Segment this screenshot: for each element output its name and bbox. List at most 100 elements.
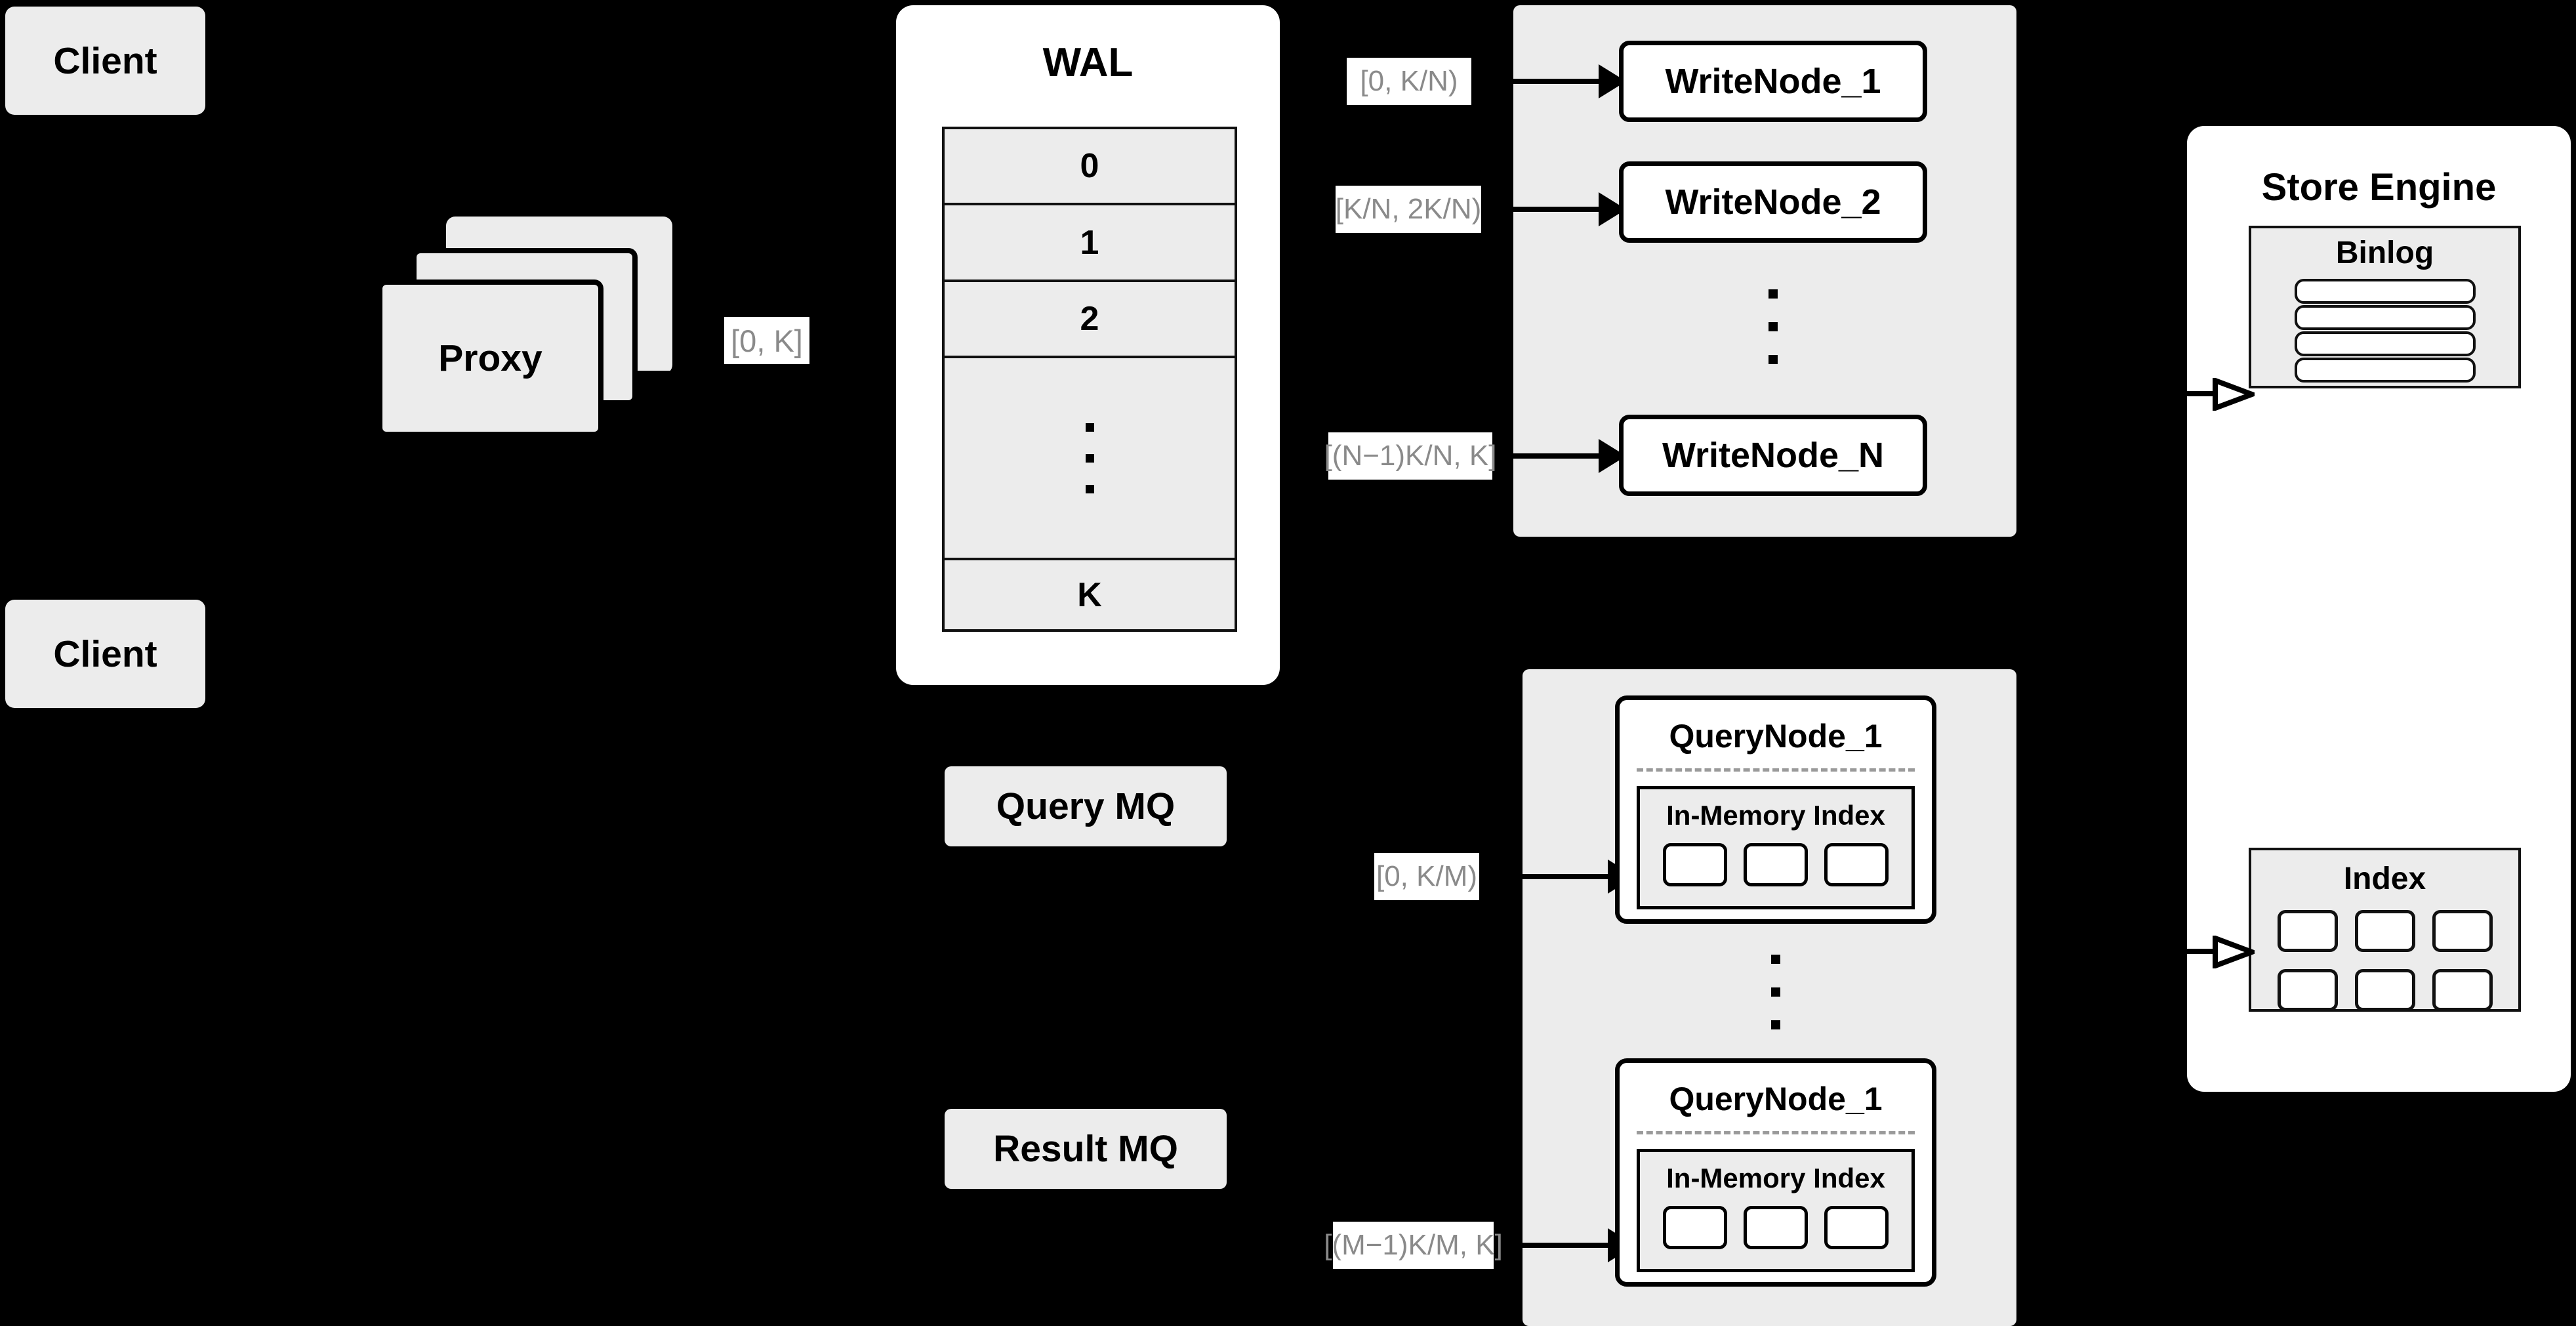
- arrow-to-writenode-n: [1513, 439, 1626, 473]
- index-cell[interactable]: [1662, 1206, 1727, 1249]
- query-node-m-title: QueryNode_1: [1620, 1080, 1932, 1118]
- client-box-1[interactable]: Client: [5, 7, 205, 115]
- wal-row-2[interactable]: 2: [945, 281, 1235, 359]
- wal-table: 0 1 2 K: [942, 127, 1237, 632]
- ellipsis-dot: [1771, 955, 1780, 964]
- wal-row-1-label: 1: [1080, 223, 1099, 262]
- in-memory-index-1-title: In-Memory Index: [1640, 800, 1912, 831]
- query-mq-label: Query MQ: [996, 785, 1176, 827]
- query-node-m-label: QueryNode_1: [1669, 1081, 1883, 1117]
- binlog-title-text: Binlog: [2335, 236, 2434, 270]
- index-cell[interactable]: [1662, 843, 1727, 886]
- store-engine-panel: Store Engine Binlog Index: [2187, 126, 2571, 1092]
- client-label-1: Client: [53, 39, 157, 82]
- proxy-label: Proxy: [438, 337, 542, 379]
- index-title: Index: [2251, 861, 2518, 897]
- proxy-card-front[interactable]: Proxy: [377, 280, 603, 437]
- query-node-1[interactable]: QueryNode_1 In-Memory Index: [1615, 695, 1936, 924]
- query-node-1-title: QueryNode_1: [1620, 717, 1932, 755]
- binlog-title: Binlog: [2251, 235, 2518, 271]
- arrow-to-binlog: [2182, 373, 2255, 415]
- index-cell[interactable]: [2432, 969, 2493, 1011]
- edge-label-proxy-to-wal-text: [0, K]: [731, 323, 803, 358]
- ellipsis-dot: [1768, 355, 1778, 364]
- wal-row-1[interactable]: 1: [945, 205, 1235, 282]
- index-cell[interactable]: [2432, 910, 2493, 952]
- index-cell[interactable]: [1824, 843, 1889, 886]
- ellipsis-dot: [1768, 322, 1778, 331]
- query-node-1-label: QueryNode_1: [1669, 718, 1883, 755]
- proxy-stack[interactable]: Proxy: [377, 217, 679, 437]
- index-grid-row: [2277, 969, 2493, 1011]
- arrow-to-writenode-1: [1513, 64, 1626, 98]
- write-node-ellipsis: [1750, 274, 1796, 379]
- wal-row-k[interactable]: K: [945, 560, 1235, 630]
- index-cell[interactable]: [2277, 910, 2338, 952]
- edge-label-wnN-text: [(N−1)K/N, K]: [1324, 440, 1497, 472]
- index-cell[interactable]: [2354, 969, 2415, 1011]
- write-node-n-label: WriteNode_N: [1662, 436, 1885, 475]
- edge-label-proxy-to-wal: [0, K]: [724, 317, 809, 364]
- client-box-2[interactable]: Client: [5, 600, 205, 708]
- index-cell[interactable]: [2277, 969, 2338, 1011]
- edge-label-mq-to-querynode-m: [(M−1)K/M, K]: [1324, 1222, 1503, 1269]
- in-memory-index-m-label: In-Memory Index: [1666, 1163, 1885, 1193]
- in-memory-index-m: In-Memory Index: [1637, 1149, 1915, 1272]
- binlog-row[interactable]: [2294, 305, 2476, 330]
- in-memory-index-1: In-Memory Index: [1637, 786, 1915, 909]
- query-node-ellipsis: [1753, 940, 1799, 1045]
- binlog-row[interactable]: [2294, 279, 2476, 304]
- ellipsis-dot: [1771, 1020, 1780, 1029]
- in-memory-index-m-cells: [1640, 1206, 1912, 1249]
- wal-title: WAL: [896, 39, 1280, 86]
- query-node-m-separator: [1637, 1131, 1915, 1134]
- arrow-to-index: [2182, 930, 2255, 972]
- ellipsis-dot: [1768, 289, 1778, 299]
- binlog-row[interactable]: [2294, 358, 2476, 383]
- edge-label-mq-to-querynode-1: [0, K/M): [1374, 853, 1479, 900]
- index-cell[interactable]: [1743, 1206, 1808, 1249]
- write-node-1-label: WriteNode_1: [1665, 62, 1881, 101]
- wal-row-0-label: 0: [1080, 147, 1099, 186]
- binlog-rows: [2251, 279, 2518, 383]
- index-title-text: Index: [2343, 861, 2426, 896]
- client-label-2: Client: [53, 632, 157, 675]
- wal-row-k-label: K: [1077, 575, 1102, 614]
- edge-label-wal-to-writenode-1: [0, K/N): [1347, 58, 1471, 105]
- ellipsis-dot: [1771, 987, 1780, 997]
- query-node-m[interactable]: QueryNode_1 In-Memory Index: [1615, 1058, 1936, 1287]
- ellipsis-dot: [1085, 423, 1094, 432]
- binlog-box: Binlog: [2249, 226, 2521, 388]
- open-arrow-head-icon: [2213, 378, 2255, 411]
- index-grid: [2251, 910, 2518, 1011]
- edge-label-qn1-text: [0, K/M): [1376, 860, 1478, 892]
- result-mq-label: Result MQ: [993, 1128, 1178, 1170]
- index-cell[interactable]: [2354, 910, 2415, 952]
- index-cell[interactable]: [1824, 1206, 1889, 1249]
- edge-label-wal-to-writenode-2: [K/N, 2K/N): [1336, 186, 1481, 233]
- index-cell[interactable]: [1743, 843, 1808, 886]
- write-node-2[interactable]: WriteNode_2: [1619, 161, 1927, 243]
- ellipsis-dot: [1085, 484, 1094, 493]
- index-box: Index: [2249, 848, 2521, 1012]
- wal-panel: WAL 0 1 2 K: [896, 5, 1280, 685]
- write-node-n[interactable]: WriteNode_N: [1619, 415, 1927, 496]
- wal-row-2-label: 2: [1080, 299, 1099, 338]
- store-engine-title-text: Store Engine: [2261, 166, 2497, 209]
- binlog-row[interactable]: [2294, 331, 2476, 356]
- in-memory-index-m-title: In-Memory Index: [1640, 1163, 1912, 1194]
- write-node-1[interactable]: WriteNode_1: [1619, 41, 1927, 122]
- index-grid-row: [2277, 910, 2493, 952]
- ellipsis-dot: [1085, 453, 1094, 463]
- edge-label-wal-to-writenode-n: [(N−1)K/N, K]: [1324, 432, 1496, 480]
- in-memory-index-1-cells: [1640, 843, 1912, 886]
- wal-row-0[interactable]: 0: [945, 129, 1235, 206]
- arrow-to-writenode-2: [1513, 192, 1626, 226]
- edge-label-wn2-text: [K/N, 2K/N): [1335, 193, 1482, 225]
- wal-row-ellipsis: [945, 358, 1235, 561]
- query-mq-box[interactable]: Query MQ: [945, 766, 1227, 846]
- result-mq-box[interactable]: Result MQ: [945, 1109, 1227, 1189]
- query-node-1-separator: [1637, 768, 1915, 772]
- wal-title-text: WAL: [1042, 40, 1134, 85]
